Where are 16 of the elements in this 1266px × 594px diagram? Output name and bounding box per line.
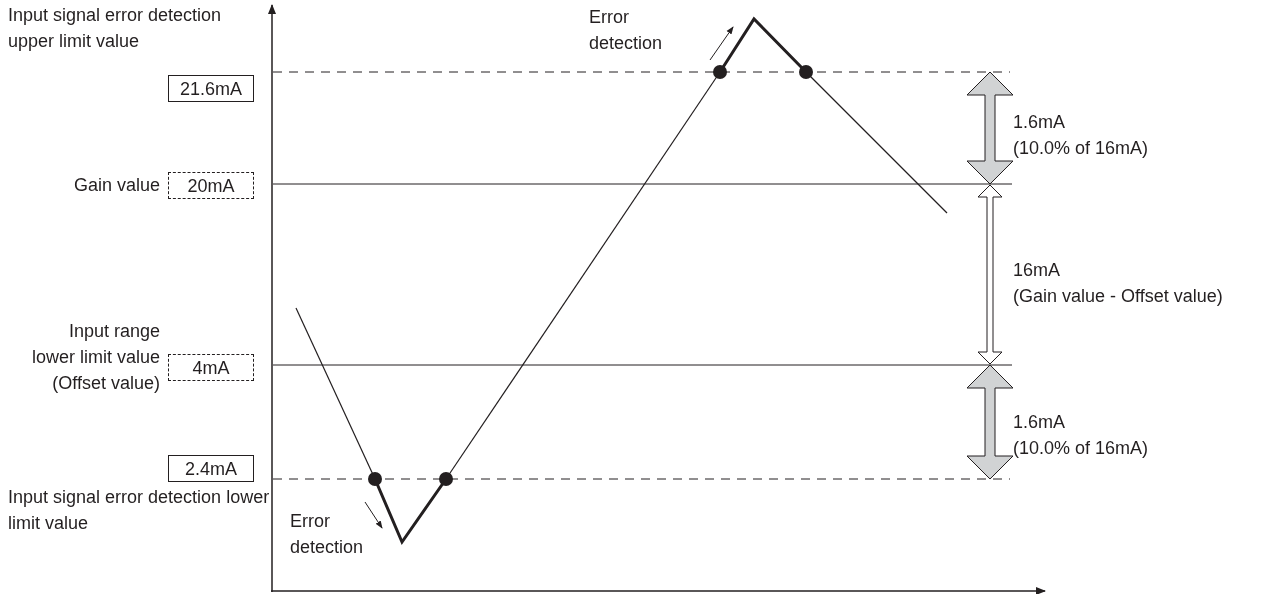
level-description: Gain value [72,174,160,197]
level-description: Input signal error detection upper limit value [8,4,223,53]
value-box: 4mA [168,354,254,381]
value-box: 2.4mA [168,455,254,482]
annotation-text: Error detection [290,510,365,559]
annotation-text: (10.0% of 16mA) [1013,437,1149,460]
value-box: 21.6mA [168,75,254,102]
annotation-text: 1.6mA [1013,111,1066,134]
value-box: 20mA [168,172,254,199]
annotation-text: (10.0% of 16mA) [1013,137,1149,160]
level-description: Input range lower limit value (Offset value) [30,320,160,395]
annotation-text: (Gain value - Offset value) [1013,285,1223,308]
annotation-text: 16mA [1013,259,1061,282]
annotation-text: 1.6mA [1013,411,1066,434]
level-description: Input signal error detection lower limit value [8,486,270,535]
annotation-text: Error detection [589,6,664,55]
